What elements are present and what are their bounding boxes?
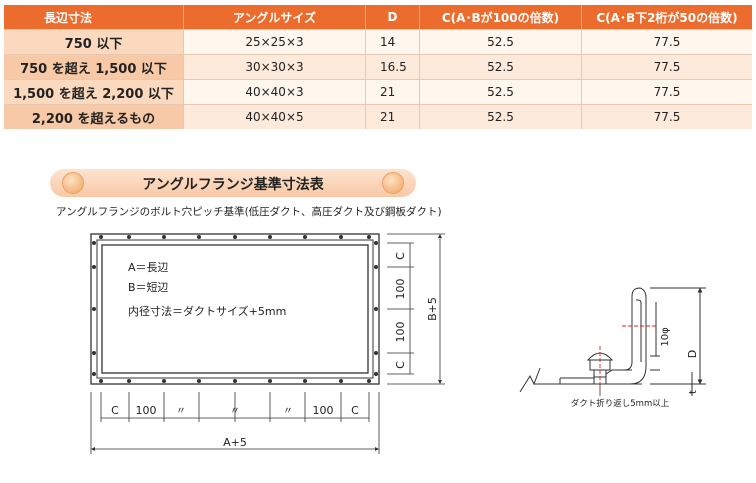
bolt-hole-icon (92, 351, 96, 355)
bolt-hole-icon (162, 379, 166, 383)
cell-c-50: 77.5 (582, 79, 752, 104)
fold-note: ダクト折り返し5mm以上 (571, 398, 670, 409)
bolt-hole-icon (127, 379, 131, 383)
cell-long-side: 2,200 を超えるもの (4, 104, 184, 129)
cell-long-side: 750 を超え 1,500 以下 (4, 54, 184, 79)
cell-c-50: 77.5 (582, 104, 752, 129)
bolt-hole-icon (197, 379, 201, 383)
cell-long-side: 750 以下 (4, 29, 184, 54)
hole-diameter-label: 10φ (660, 327, 671, 347)
bolt-hole-icon (268, 235, 272, 239)
bolt-hole-icon (303, 379, 307, 383)
bolt-hole-icon (367, 235, 371, 239)
bolt-hole-icon (374, 307, 378, 311)
header-c-50: C(A･B下2桁が50の倍数) (582, 5, 752, 29)
cell-angle-size: 25×25×3 (184, 29, 366, 54)
cell-angle-size: 40×40×3 (184, 79, 366, 104)
section-subtitle: アングルフランジのボルト穴ピッチ基準(低圧ダクト、高圧ダクト及び鋼板ダクト) (56, 206, 442, 218)
cell-c-100: 52.5 (420, 29, 582, 54)
dim-100: 100 (136, 404, 157, 417)
bolt-hole-icon (339, 379, 343, 383)
table-header-row: 長辺寸法 アングルサイズ D C(A･Bが100の倍数) C(A･B下2桁が50… (4, 5, 752, 29)
cell-c-100: 52.5 (420, 79, 582, 104)
bolt-hole-icon (92, 265, 96, 269)
circle-ornament-icon (382, 172, 404, 194)
flange-frame (90, 233, 380, 385)
cell-d: 21 (366, 79, 420, 104)
cell-d: 21 (366, 104, 420, 129)
header-angle-size: アングルサイズ (184, 5, 366, 29)
legend-inner-size: 内径寸法＝ダクトサイズ+5mm (128, 304, 286, 318)
t-label: t (688, 390, 699, 394)
header-d: D (366, 5, 420, 29)
legend-a: A＝長辺 (128, 261, 169, 274)
dim-100: 100 (394, 279, 407, 300)
bolt-hole-icon (374, 265, 378, 269)
dim-ditto: 〃 (176, 406, 186, 417)
dim-100: 100 (313, 404, 334, 417)
cell-c-50: 77.5 (582, 54, 752, 79)
d-label: D (686, 350, 699, 358)
right-dimension (387, 233, 445, 385)
hole-center-marks (599, 325, 656, 390)
dim-total-b: B+5 (426, 297, 439, 321)
bolt-hole-icon (92, 372, 96, 376)
dim-ditto: 〃 (230, 406, 240, 417)
bolt-hole-icon (268, 379, 272, 383)
dim-c-bottom: C (394, 361, 407, 369)
cell-c-100: 52.5 (420, 54, 582, 79)
bolt-hole-icon (99, 235, 103, 239)
bolt-hole-icon (92, 241, 96, 245)
cell-d: 14 (366, 29, 420, 54)
bolt-hole-icon (99, 379, 103, 383)
bolt-hole-icon (197, 235, 201, 239)
dim-100: 100 (394, 322, 407, 343)
bolt-hole-icon (303, 235, 307, 239)
table-row: 2,200 を超えるもの 40×40×5 21 52.5 77.5 (4, 104, 752, 129)
table-row: 750 以下 25×25×3 14 52.5 77.5 (4, 29, 752, 54)
circle-ornament-icon (62, 172, 84, 194)
cell-d: 16.5 (366, 54, 420, 79)
dim-c-left: C (111, 404, 119, 417)
bolt-hole-icon (339, 235, 343, 239)
angle-section-view (519, 287, 706, 396)
bolt-hole-icon (92, 307, 96, 311)
header-long-side: 長辺寸法 (4, 5, 184, 29)
cell-angle-size: 30×30×3 (184, 54, 366, 79)
bottom-dimension (90, 392, 380, 454)
dim-c-right: C (351, 404, 359, 417)
cell-long-side: 1,500 を超え 2,200 以下 (4, 79, 184, 104)
bolt-hole-icon (374, 372, 378, 376)
bolt-hole-icon (233, 235, 237, 239)
bolt-holes (92, 235, 378, 383)
table-row: 750 を超え 1,500 以下 30×30×3 16.5 52.5 77.5 (4, 54, 752, 79)
cell-c-50: 77.5 (582, 29, 752, 54)
bolt-hole-icon (127, 235, 131, 239)
section-title: アングルフランジ基準寸法表 (142, 177, 324, 193)
angle-flange-spec-table: 長辺寸法 アングルサイズ D C(A･Bが100の倍数) C(A･B下2桁が50… (4, 5, 752, 129)
bolt-hole-icon (367, 379, 371, 383)
cell-angle-size: 40×40×5 (184, 104, 366, 129)
header-c-100: C(A･Bが100の倍数) (420, 5, 582, 29)
table-row: 1,500 を超え 2,200 以下 40×40×3 21 52.5 77.5 (4, 79, 752, 104)
dim-ditto: 〃 (283, 406, 293, 417)
dim-c-top: C (394, 252, 407, 260)
section-banner: アングルフランジ基準寸法表 (50, 169, 416, 197)
cell-c-100: 52.5 (420, 104, 582, 129)
bolt-hole-icon (233, 379, 237, 383)
bolt-hole-icon (374, 351, 378, 355)
dim-total-a: A+5 (223, 436, 247, 449)
bolt-hole-icon (162, 235, 166, 239)
bolt-hole-icon (374, 241, 378, 245)
legend-b: B＝短辺 (128, 280, 169, 294)
